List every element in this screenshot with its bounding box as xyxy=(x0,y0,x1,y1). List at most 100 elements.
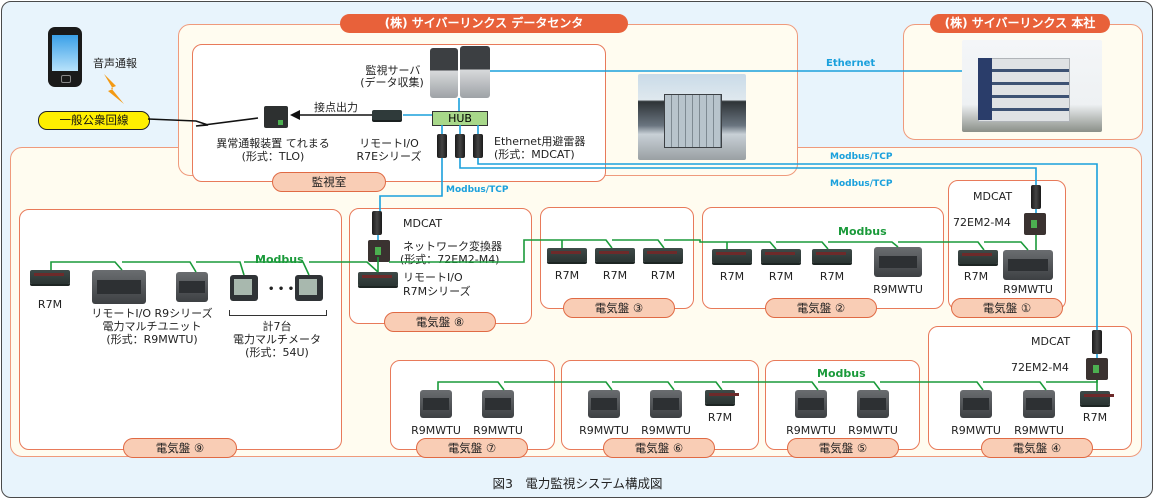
r7m-device-icon xyxy=(547,248,587,262)
panel-5 xyxy=(765,360,920,450)
meter-count: 計7台 xyxy=(262,320,292,333)
r9mwtu-device-icon xyxy=(874,247,922,277)
network-converter-icon xyxy=(368,240,390,262)
r7m-device-icon xyxy=(30,270,70,284)
panel-7-tag: 電気盤 ⑦ xyxy=(416,438,528,458)
r7m-device-icon xyxy=(643,248,683,262)
device-label: R7M xyxy=(650,269,676,282)
power-meter-icon xyxy=(230,275,258,301)
modbus-line xyxy=(50,261,379,276)
server-label: 監視サーバ xyxy=(365,64,421,77)
panel-5-tag: 電気盤 ⑤ xyxy=(787,438,899,458)
datacenter-photo xyxy=(638,74,746,160)
r7m-device-icon xyxy=(1080,391,1114,405)
mdcat-arrester-icon xyxy=(473,134,483,158)
r7m-device-icon xyxy=(595,248,635,262)
device-label: R7M xyxy=(554,269,580,282)
r7m-device-icon xyxy=(705,390,739,404)
r9mwtu-device-icon xyxy=(420,390,452,418)
modbus-line xyxy=(389,239,1029,263)
r9mwtu-device-icon xyxy=(795,390,827,418)
panel-8-tag: 電気盤 ⑧ xyxy=(384,312,496,332)
device-label: R9MWTU xyxy=(1003,283,1053,296)
server-icon xyxy=(460,46,490,98)
r9-label: リモートI/O R9シリーズ xyxy=(91,307,213,320)
converter-label: 72EM2-M4 xyxy=(953,216,1011,229)
device-label: R9MWTU xyxy=(411,424,461,437)
panel-2-tag: 電気盤 ② xyxy=(765,298,877,318)
modbus-label: Modbus xyxy=(817,367,866,380)
ethernet-line xyxy=(379,125,443,211)
device-label: R9MWTU xyxy=(579,424,629,437)
device-label: R7M xyxy=(1082,411,1108,424)
ethernet-line xyxy=(477,125,1098,330)
r7m-device-icon xyxy=(358,272,398,286)
r9mwtu-device-icon xyxy=(588,390,620,418)
r9mwtu-device-icon xyxy=(857,390,889,418)
remote-io-series: R7Mシリーズ xyxy=(403,285,471,298)
modbus-tcp-label: Modbus/TCP xyxy=(830,152,893,162)
mdcat-label: MDCAT xyxy=(1031,335,1071,348)
r7m-device-icon xyxy=(761,249,801,263)
meter-label: 電力マルチメータ xyxy=(233,333,321,346)
converter-label: 72EM2-M4 xyxy=(1011,361,1069,374)
mdcat-label: MDCAT xyxy=(403,217,443,230)
public-line-link xyxy=(147,117,259,127)
r9mwtu-device-icon xyxy=(650,390,682,418)
r7m-device-icon xyxy=(712,249,752,263)
panel-9-tag: 電気盤 ⑨ xyxy=(123,438,237,458)
tlo-model: (形式：TLO) xyxy=(241,150,305,163)
datacenter-title: (株) サイバーリンクス データセンタ xyxy=(340,14,628,33)
network-converter-icon xyxy=(1024,213,1046,235)
device-label: R7M xyxy=(37,298,63,311)
mdcat-arrester-icon xyxy=(455,134,465,158)
converter-label: ネットワーク変換器 xyxy=(403,240,502,253)
public-line-label: 一般公衆回線 xyxy=(38,111,150,130)
meter-model: (形式：54U) xyxy=(245,346,309,359)
device-label: R9MWTU xyxy=(873,283,923,296)
contact-output-label: 接点出力 xyxy=(314,101,358,114)
device-label: R9MWTU xyxy=(848,424,898,437)
panel-1-tag: 電気盤 ① xyxy=(951,298,1063,318)
tlo-alert-device-icon xyxy=(264,106,288,128)
arrow-head xyxy=(290,110,300,120)
r9-sublabel: 電力マルチユニット xyxy=(102,320,202,333)
network-converter-icon xyxy=(1086,358,1108,380)
lightning-icon xyxy=(104,74,124,104)
remote-io-series: R7Eシリーズ xyxy=(356,150,422,163)
hq-title: (株) サイバーリンクス 本社 xyxy=(930,14,1110,33)
modbus-tcp-label: Modbus/TCP xyxy=(830,179,893,189)
remote-io-r7e-icon xyxy=(372,110,402,120)
arrester-model: (形式：MDCAT) xyxy=(494,148,575,161)
device-label: R7M xyxy=(819,270,845,283)
device-label: R9MWTU xyxy=(786,424,836,437)
mdcat-icon xyxy=(1031,185,1041,209)
server-icon xyxy=(430,48,458,98)
figure-caption: 図3 電力監視システム構成図 xyxy=(492,476,663,491)
mdcat-arrester-icon xyxy=(437,134,447,158)
r7m-device-icon xyxy=(958,250,998,264)
headquarters-photo xyxy=(962,40,1102,132)
r9mwtu-device-icon xyxy=(92,270,146,304)
device-label: R9MWTU xyxy=(1014,424,1064,437)
r9-model: (形式：R9MWTU) xyxy=(106,333,198,346)
ethernet-link-label: Ethernet xyxy=(826,58,876,69)
device-label: R9MWTU xyxy=(951,424,1001,437)
r9-device-icon xyxy=(176,272,208,302)
device-label: R9MWTU xyxy=(473,424,523,437)
server-sublabel: (データ収集) xyxy=(360,76,424,89)
panel-9 xyxy=(19,209,342,450)
r9mwtu-device-icon xyxy=(1023,390,1055,418)
panel-4-tag: 電気盤 ④ xyxy=(981,438,1093,458)
panel-6-tag: 電気盤 ⑥ xyxy=(603,438,715,458)
modbus-line xyxy=(437,380,1098,391)
bracket xyxy=(229,310,327,316)
power-meter-icon xyxy=(295,275,323,301)
ethernet-line xyxy=(459,125,1037,185)
modbus-tcp-label: Modbus/TCP xyxy=(446,185,509,195)
monitor-room-tag: 監視室 xyxy=(272,172,386,192)
device-label: R7M xyxy=(719,270,745,283)
r9mwtu-device-icon xyxy=(482,390,514,418)
r9mwtu-device-icon xyxy=(1003,250,1053,280)
